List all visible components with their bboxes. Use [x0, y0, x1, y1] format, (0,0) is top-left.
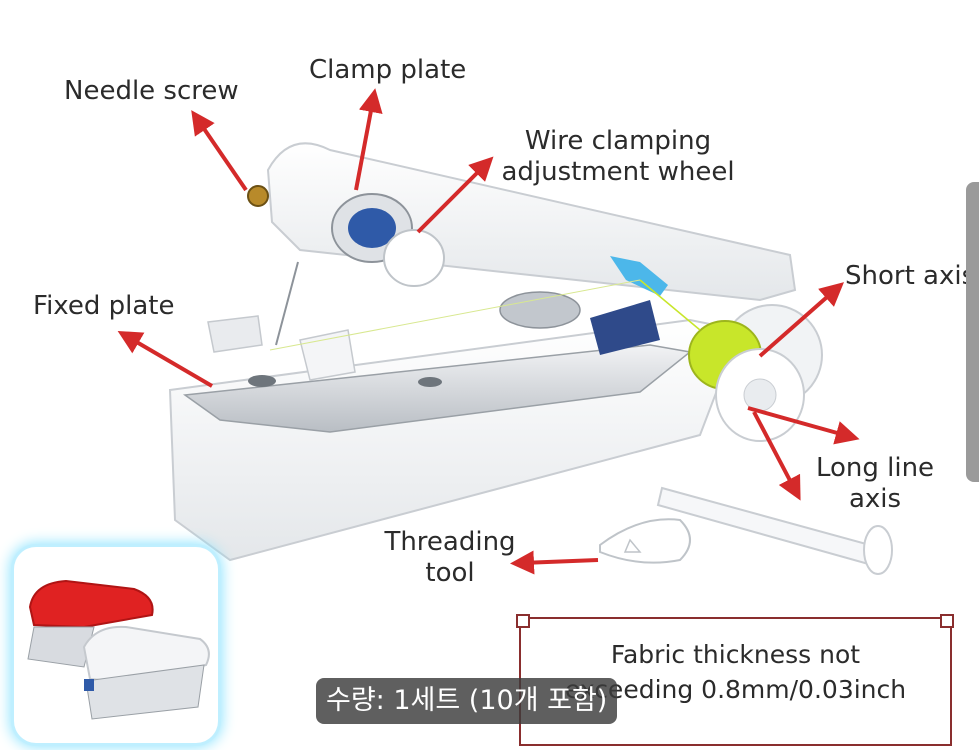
label-fixed-plate: Fixed plate: [33, 291, 175, 321]
arrow-needle-screw: [191, 110, 248, 192]
machine-arm: [266, 142, 797, 302]
label-threading-tool-line1: Threading: [384, 527, 516, 557]
arrow-fixed-plate: [117, 330, 214, 388]
label-needle-screw: Needle screw: [64, 76, 239, 106]
adjustment-wheel-shape: [383, 229, 445, 287]
label-wire-clamping-line2: adjustment wheel: [501, 157, 735, 187]
thumbnail-image: [27, 579, 210, 720]
label-wire-clamping-line1: Wire clamping: [524, 126, 712, 156]
threading-tool-shape: [599, 518, 691, 564]
red-machine: [28, 579, 154, 629]
needle-screw-shape: [247, 185, 269, 207]
arrow-short-axis: [758, 282, 845, 358]
product-thumbnail[interactable]: [14, 547, 218, 743]
label-threading-tool-line2: tool: [425, 558, 475, 588]
notice-text: Fabric thickness not exceeding 0.8mm/0.0…: [521, 637, 950, 707]
arrow-adjustment-wheel: [416, 156, 494, 234]
notice-corner: [516, 614, 530, 628]
label-long-line-axis-line2: axis: [848, 484, 902, 514]
label-wire-clamping: Wire clamping adjustment wheel: [493, 126, 743, 188]
label-long-line-axis-line1: Long line: [815, 453, 935, 483]
arrow-long-axis-b: [752, 411, 801, 501]
arrow-threading-tool: [510, 550, 599, 575]
label-clamp-plate: Clamp plate: [309, 55, 467, 85]
label-long-line-axis: Long line axis: [808, 453, 942, 515]
notice-line2: exceeding 0.8mm/0.03inch: [564, 675, 907, 704]
label-short-axis: Short axis: [845, 261, 976, 291]
label-threading-tool: Threading tool: [382, 527, 518, 589]
notice-corner: [940, 614, 954, 628]
side-scroll-handle[interactable]: [966, 182, 979, 482]
notice-line1: Fabric thickness not: [610, 640, 861, 669]
quantity-badge: 수량: 1세트 (10개 포함): [316, 678, 618, 724]
arrow-long-axis-a: [747, 406, 860, 445]
fixed-plate-shape: [182, 344, 692, 433]
arrow-clamp-plate: [354, 88, 383, 191]
